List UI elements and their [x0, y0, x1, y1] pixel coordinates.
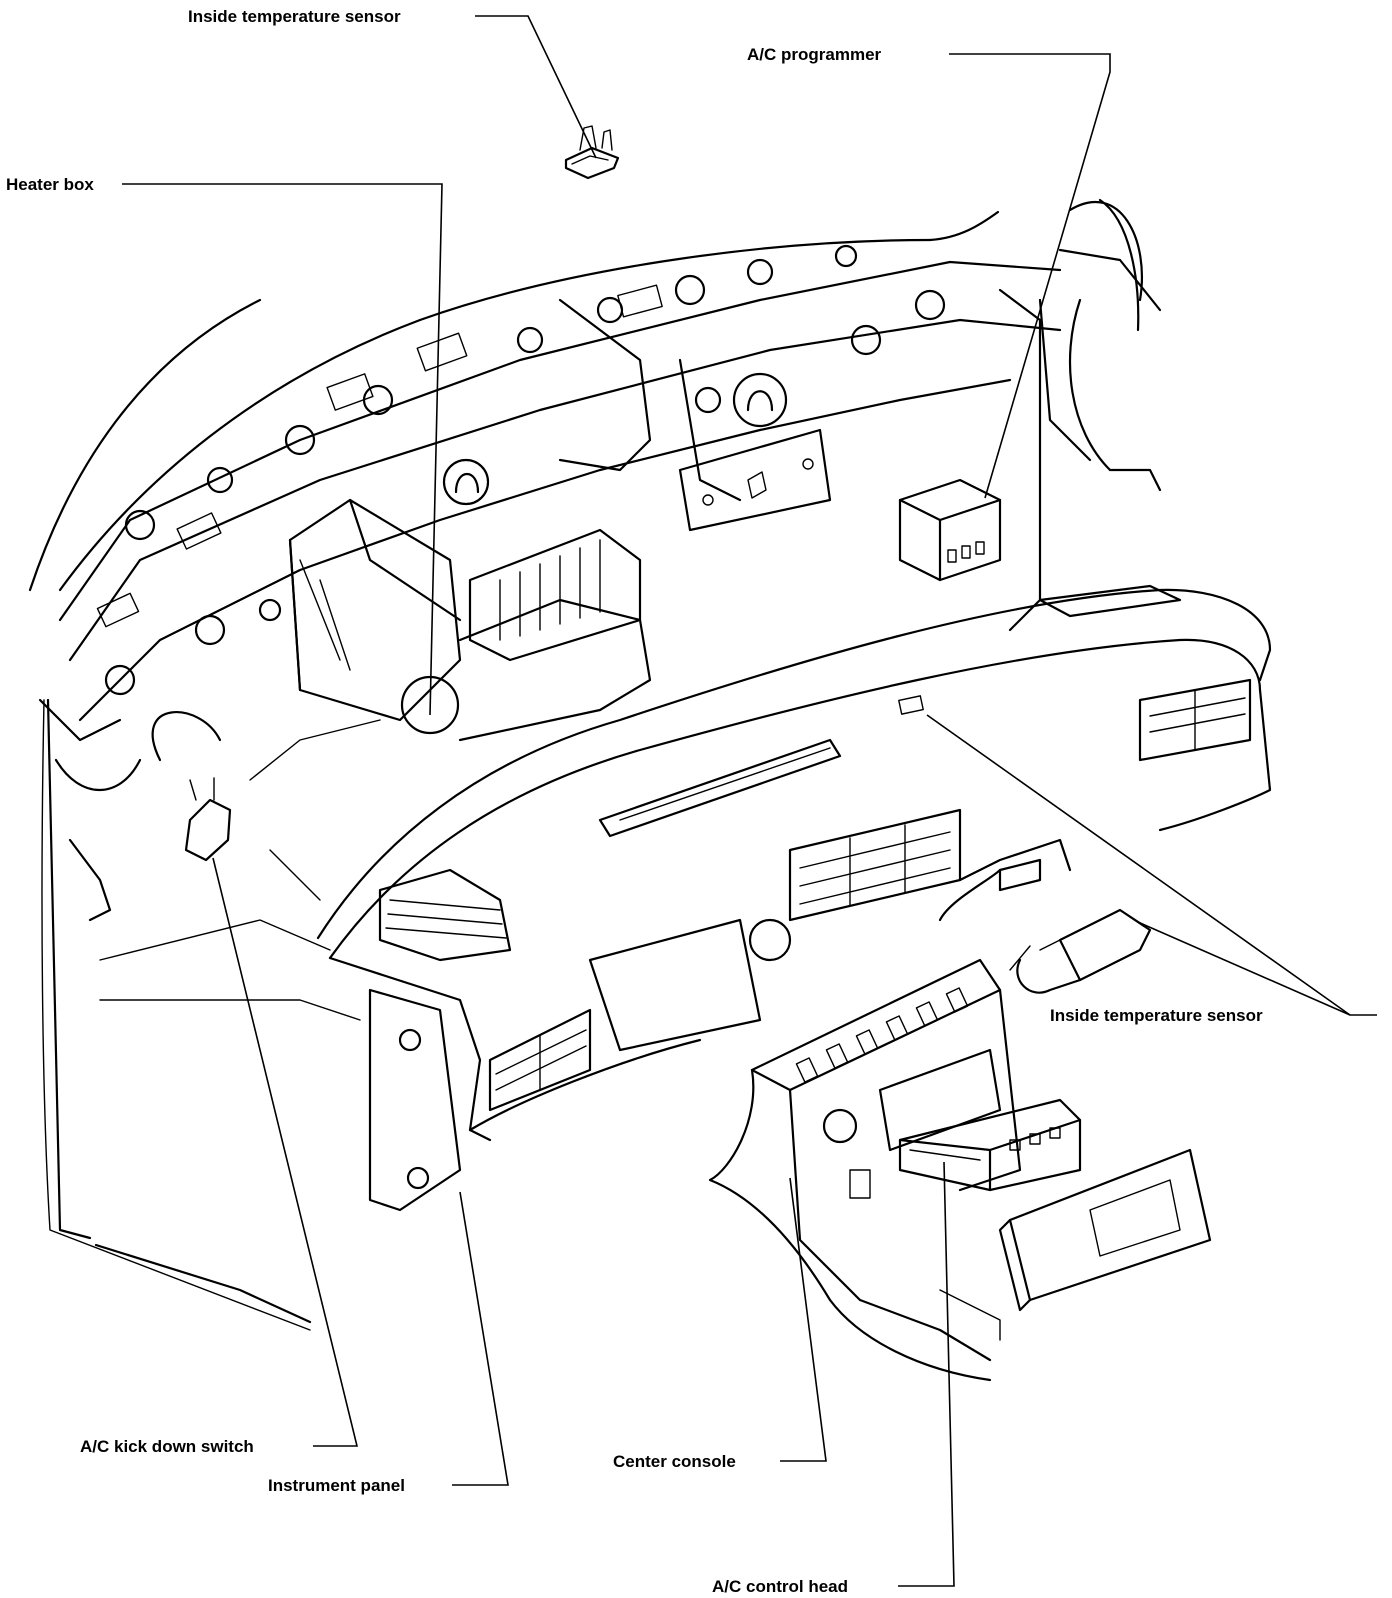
ac-kick-down-switch	[151, 711, 232, 862]
center-console	[708, 958, 1022, 1382]
leader-instrument-panel	[452, 1191, 509, 1486]
right-door-bracket	[998, 248, 1162, 632]
label-ac-programmer: A/C programmer	[747, 45, 882, 64]
leader-heater-box	[122, 183, 443, 716]
leader-ac-kick-down-switch	[212, 857, 359, 1447]
leader-inside-temp-sensor-right-b	[1137, 921, 1351, 1016]
dash-support-structure	[38, 244, 1062, 922]
label-ac-control-head: A/C control head	[712, 1577, 848, 1596]
windshield-frame	[28, 198, 1143, 1331]
label-center-console: Center console	[613, 1452, 736, 1471]
floor-lines	[99, 719, 1001, 1341]
leader-ac-programmer	[949, 53, 1111, 499]
heater-box	[288, 498, 652, 742]
ac-control-head	[898, 1098, 1082, 1192]
leader-ac-control-head	[898, 1161, 955, 1587]
instrument-panel	[316, 584, 1272, 1212]
inside-temperature-sensor-part-right	[1009, 908, 1152, 994]
label-inside-temperature-sensor-right: Inside temperature sensor	[1050, 1006, 1263, 1025]
label-ac-kick-down-switch: A/C kick down switch	[80, 1437, 254, 1456]
label-heater-box: Heater box	[6, 175, 94, 194]
ac-programmer	[898, 478, 1002, 582]
inside-temperature-sensor-part-top	[564, 125, 620, 180]
leader-center-console	[780, 1177, 827, 1462]
label-instrument-panel: Instrument panel	[268, 1476, 405, 1495]
console-trim-bezel	[998, 1148, 1212, 1312]
leader-lines	[122, 15, 1377, 1587]
label-inside-temperature-sensor-top: Inside temperature sensor	[188, 7, 401, 26]
leader-inside-temp-sensor-right-a	[926, 714, 1377, 1016]
leader-inside-temp-sensor-top	[475, 15, 597, 159]
